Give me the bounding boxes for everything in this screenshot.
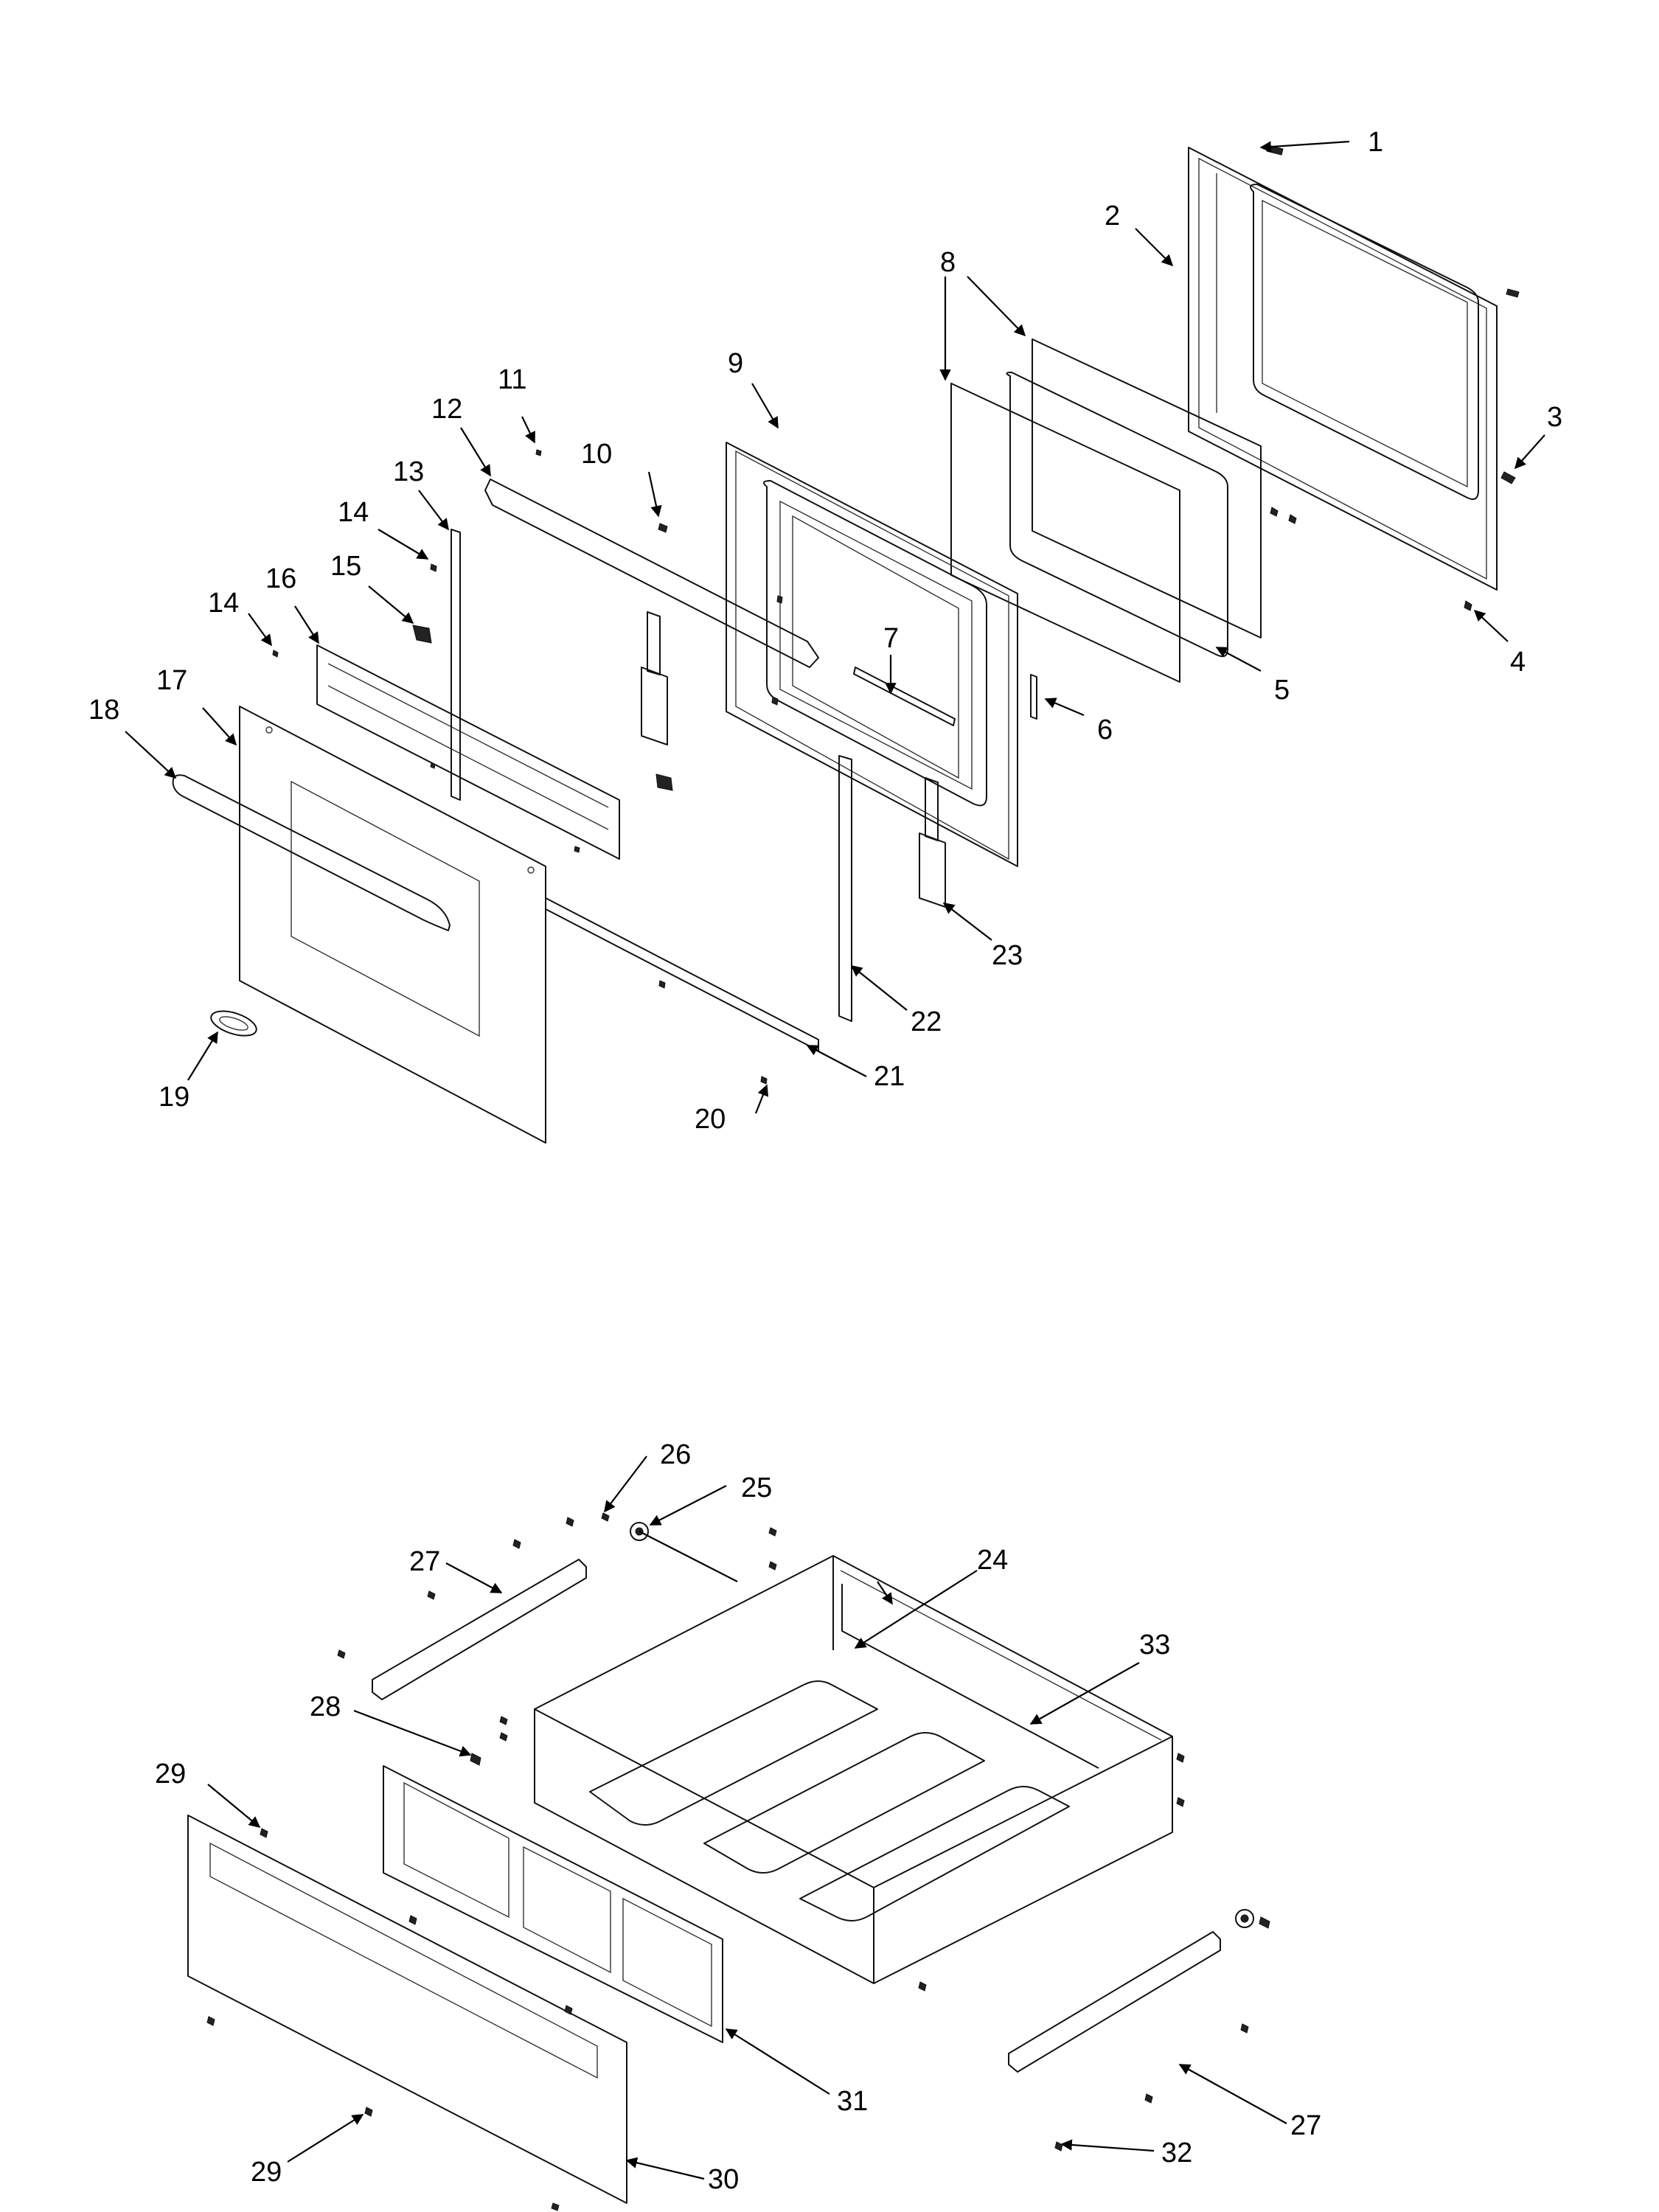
callout-3: 3 <box>1547 402 1562 433</box>
door-screws <box>272 145 1520 1085</box>
drawer-slide-left <box>372 1559 587 1700</box>
callouts-drawer: 24 25 26 27 27 28 29 29 30 31 32 33 <box>155 1439 1321 2195</box>
side-channel-right <box>838 755 852 1022</box>
leader-lines <box>125 140 1545 2180</box>
outer-door-panel <box>239 706 546 1144</box>
callout-30: 30 <box>708 2164 739 2195</box>
drawer-body <box>534 1555 1173 1984</box>
inner-door-frame <box>1188 147 1498 591</box>
oven-door-assembly <box>172 145 1520 1144</box>
middle-door-panel <box>726 442 1018 867</box>
drawer-slide-right <box>1008 1931 1221 2073</box>
drawer-screws <box>206 1512 1270 2211</box>
small-bracket <box>1030 674 1037 720</box>
callout-21: 21 <box>874 1061 905 1092</box>
callout-29b: 29 <box>251 2157 282 2188</box>
drawer-assembly <box>187 1512 1270 2211</box>
callout-19: 19 <box>159 1082 189 1113</box>
callout-31: 31 <box>837 2086 868 2117</box>
callout-27b: 27 <box>1290 2110 1321 2141</box>
callout-27a: 27 <box>409 1546 440 1577</box>
door-hinges <box>641 611 946 908</box>
callout-10: 10 <box>581 439 612 470</box>
callout-2: 2 <box>1105 201 1120 232</box>
bottom-door-channel <box>545 897 819 1051</box>
callout-12: 12 <box>431 394 462 425</box>
callout-20: 20 <box>695 1104 726 1135</box>
vent-strip <box>853 667 956 726</box>
callout-26: 26 <box>660 1439 691 1470</box>
drawer-front-frame <box>383 1765 723 2043</box>
top-vent-trim <box>484 479 819 668</box>
callout-9: 9 <box>728 348 743 379</box>
callout-11: 11 <box>498 364 526 395</box>
callout-7: 7 <box>883 623 899 654</box>
callout-23: 23 <box>992 940 1023 971</box>
callout-14a: 14 <box>338 497 369 528</box>
callout-6: 6 <box>1097 714 1113 745</box>
door-clip-2 <box>655 773 673 791</box>
callout-18: 18 <box>88 695 119 726</box>
side-channel-left <box>451 529 461 801</box>
callout-15: 15 <box>330 551 361 582</box>
callout-14b: 14 <box>208 588 239 619</box>
callout-16: 16 <box>265 563 296 594</box>
callout-4: 4 <box>1510 647 1526 678</box>
callout-33: 33 <box>1139 1630 1170 1660</box>
door-clip <box>412 625 432 644</box>
callout-5: 5 <box>1274 675 1290 706</box>
callout-17: 17 <box>156 665 187 696</box>
callout-29a: 29 <box>155 1759 186 1790</box>
door-handle <box>172 774 451 931</box>
callout-28: 28 <box>310 1691 341 1722</box>
callout-22: 22 <box>911 1006 942 1037</box>
callout-1: 1 <box>1368 127 1383 158</box>
drawer-front-panel <box>187 1815 627 2204</box>
callout-25: 25 <box>741 1472 772 1503</box>
callouts-door: 1 2 3 4 5 6 7 8 9 10 11 12 13 14 14 15 1… <box>88 127 1562 1135</box>
callout-13: 13 <box>393 456 424 487</box>
callout-32: 32 <box>1161 2138 1192 2168</box>
nameplate-badge <box>210 1010 257 1037</box>
callout-24: 24 <box>977 1545 1008 1576</box>
top-door-channel <box>316 644 620 860</box>
door-glass-panes <box>950 338 1262 683</box>
callout-8: 8 <box>940 247 956 278</box>
